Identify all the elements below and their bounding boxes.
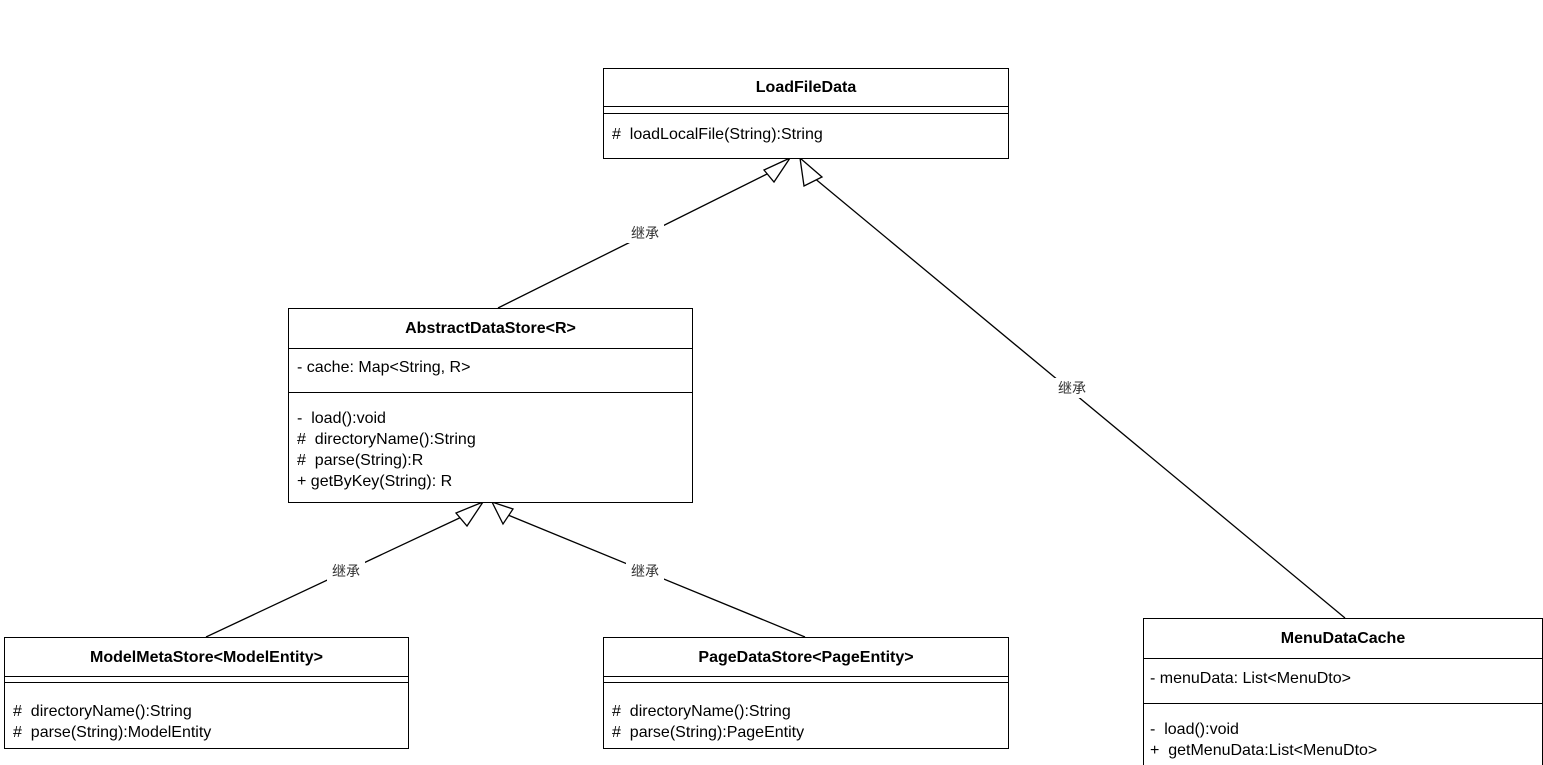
attribute-compartment: - menuData: List<MenuDto>: [1144, 659, 1542, 704]
class-model-meta-store[interactable]: ModelMetaStore<ModelEntity> # directoryN…: [4, 637, 409, 749]
method-line: # parse(String):ModelEntity: [13, 724, 212, 741]
edge-label: 继承: [332, 564, 360, 580]
method-line: # loadLocalFile(String):String: [612, 126, 823, 143]
edge-menudatacache-to-loadfiledata: 继承: [799, 156, 1346, 619]
class-load-file-data[interactable]: LoadFileData # loadLocalFile(String):Str…: [603, 68, 1009, 159]
method-line: - load():void: [297, 410, 386, 427]
class-name: ModelMetaStore<ModelEntity>: [5, 638, 408, 677]
class-abstract-data-store[interactable]: AbstractDataStore<R> - cache: Map<String…: [288, 308, 693, 503]
method-line: # directoryName():String: [612, 703, 791, 720]
attribute-compartment: - cache: Map<String, R>: [289, 349, 692, 393]
method-line: # directoryName():String: [297, 431, 476, 448]
class-name: MenuDataCache: [1144, 619, 1542, 659]
attribute-line: - cache: Map<String, R>: [297, 359, 471, 376]
edge-label: 继承: [631, 226, 659, 242]
edge-modelmetastore-to-abstractdatastore: 继承: [205, 500, 485, 638]
class-menu-data-cache[interactable]: MenuDataCache - menuData: List<MenuDto> …: [1143, 618, 1543, 765]
method-compartment: - load():void + getMenuData:List<MenuDto…: [1144, 704, 1542, 761]
edge-abstractdatastore-to-loadfiledata: 继承: [497, 156, 792, 309]
inheritance-arrowhead: [799, 156, 824, 187]
method-compartment: # loadLocalFile(String):String: [604, 114, 1008, 145]
edge-label: 继承: [631, 564, 659, 580]
class-name: AbstractDataStore<R>: [289, 309, 692, 349]
edge-label: 继承: [1058, 381, 1086, 397]
attribute-compartment: [604, 107, 1008, 114]
method-line: - load():void: [1150, 721, 1239, 738]
method-line: + getByKey(String): R: [297, 473, 453, 490]
method-line: # parse(String):R: [297, 452, 424, 469]
class-name: PageDataStore<PageEntity>: [604, 638, 1008, 677]
class-page-data-store[interactable]: PageDataStore<PageEntity> # directoryNam…: [603, 637, 1009, 749]
inheritance-arrowhead: [454, 500, 485, 528]
attribute-line: - menuData: List<MenuDto>: [1150, 670, 1351, 687]
method-line: + getMenuData:List<MenuDto>: [1150, 742, 1378, 759]
method-compartment: - load():void # directoryName():String #…: [289, 393, 692, 492]
class-name: LoadFileData: [604, 69, 1008, 107]
inheritance-arrowhead: [762, 156, 792, 184]
method-compartment: # directoryName():String # parse(String)…: [5, 683, 408, 743]
method-line: # parse(String):PageEntity: [612, 724, 805, 741]
attribute-compartment: [604, 677, 1008, 683]
method-compartment: # directoryName():String # parse(String)…: [604, 683, 1008, 743]
edge-pagedatastore-to-abstractdatastore: 继承: [490, 500, 806, 638]
method-line: # directoryName():String: [13, 703, 192, 720]
inheritance-arrowhead: [490, 500, 515, 526]
attribute-compartment: [5, 677, 408, 683]
